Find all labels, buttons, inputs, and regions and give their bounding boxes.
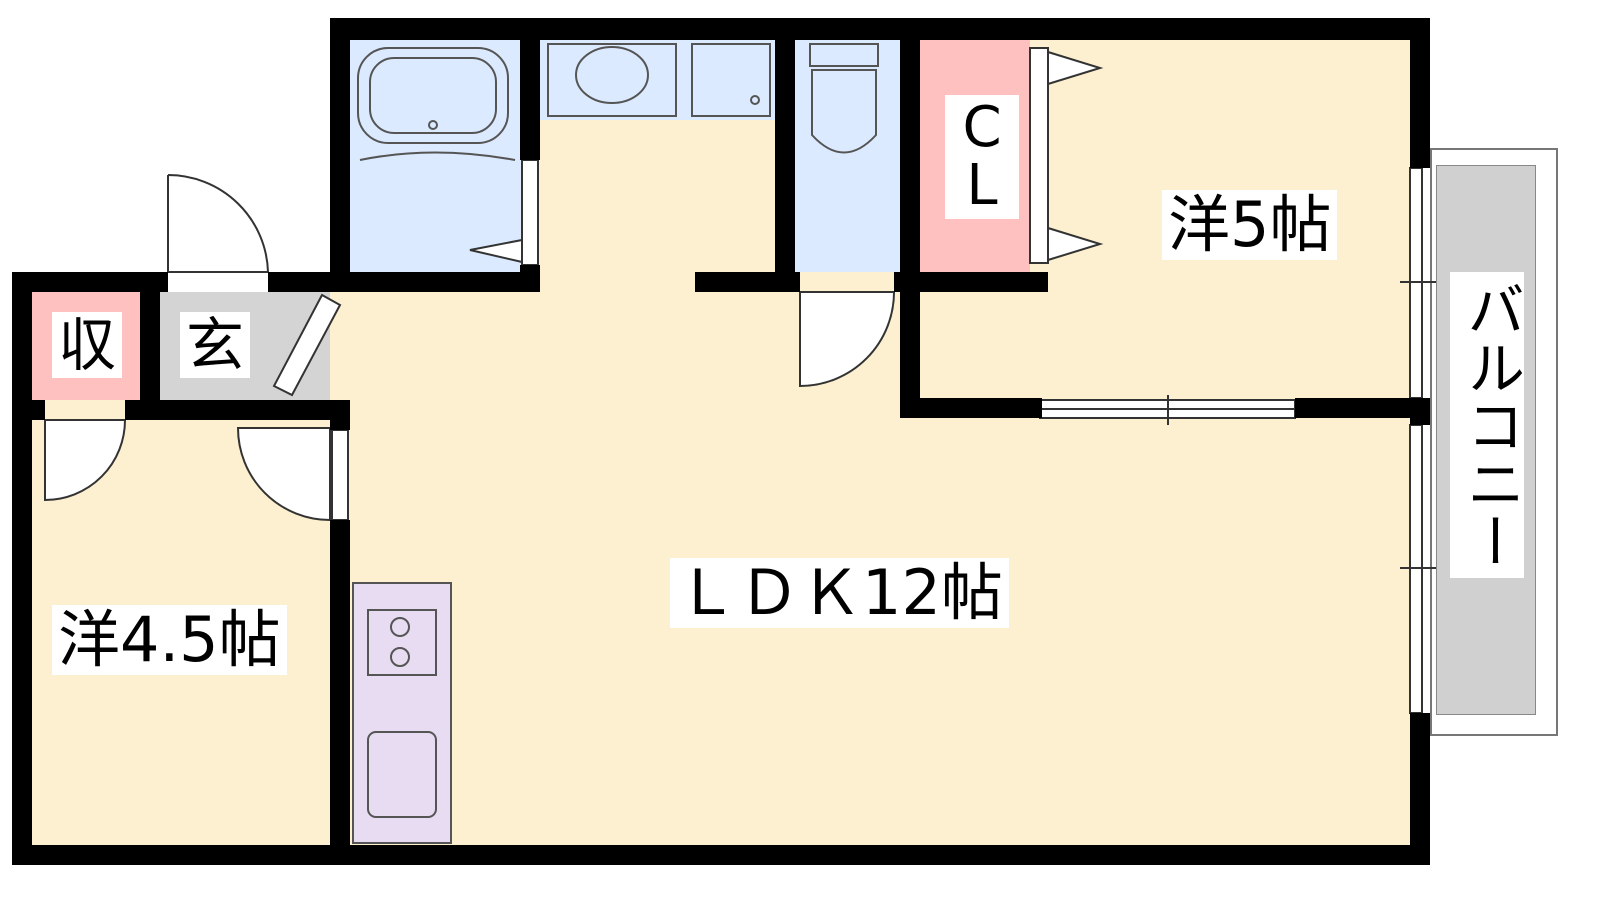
western-5-label: 洋5帖: [1162, 190, 1338, 260]
bathtub: [357, 47, 509, 144]
wall-toilet-bottom: [695, 272, 800, 292]
washing-machine: [691, 43, 771, 117]
sink: [367, 731, 437, 818]
wall-bath-right: [520, 40, 540, 160]
washroom: [540, 40, 775, 120]
balcony-label: バルコニー: [1450, 272, 1525, 578]
wall-storage-divider: [140, 272, 160, 400]
storage-label: 収: [52, 312, 123, 378]
ldk-label: ＬＤＫ12帖: [670, 558, 1009, 628]
wall-toilet-right: [900, 18, 920, 418]
washbasin: [547, 43, 677, 117]
wall-entrance-bottom: [125, 400, 350, 420]
wall-room5-bottom: [900, 398, 1042, 418]
wall-upper-left: [12, 272, 168, 292]
wall-right: [1410, 18, 1430, 168]
wall-bath-bottom: [330, 272, 540, 292]
wall-upper-left: [268, 272, 340, 292]
wall-bath-right: [520, 265, 540, 292]
stove: [367, 609, 437, 676]
wall-right: [1410, 713, 1430, 865]
wall-toilet-left: [775, 18, 795, 292]
wall-entrance-bottom: [12, 400, 45, 420]
wall-room45-right: [330, 520, 350, 865]
wall-bottom: [12, 845, 1430, 865]
closet-label: CL: [945, 95, 1019, 219]
wall-bath-left: [330, 18, 350, 292]
entrance-label: 玄: [180, 312, 251, 378]
western-45-label: 洋4.5帖: [52, 605, 287, 675]
wall-room45-right: [330, 400, 350, 430]
wall-right: [1410, 398, 1430, 425]
wall-left: [12, 272, 32, 865]
wall-top: [330, 18, 1430, 40]
wall-room5-bottom: [1295, 398, 1415, 418]
toilet-tank: [809, 43, 879, 67]
wall-cl-bottom: [894, 272, 1048, 292]
